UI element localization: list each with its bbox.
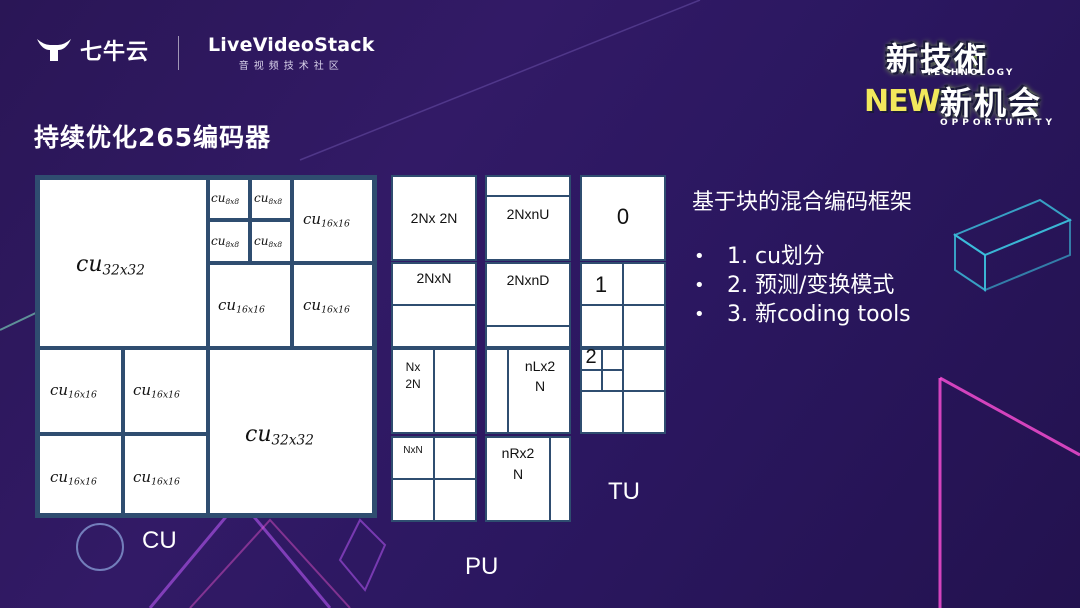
pu-partition — [507, 348, 509, 434]
cu-8x8-block — [208, 178, 250, 220]
cu-16x16-block — [123, 348, 208, 434]
tu-section-label: TU — [608, 478, 640, 505]
cu-label: cu16x16 — [50, 381, 97, 401]
pu-label: nRx2 — [501, 445, 535, 461]
cu-label: cu16x16 — [218, 296, 265, 316]
pu-partition — [485, 325, 571, 327]
logo-divider — [178, 36, 179, 70]
pu-label: Nx — [405, 360, 421, 374]
badge-technology: TECHNOLOGY — [926, 68, 1015, 78]
pu-label: 2Nx 2N — [410, 210, 458, 226]
cu-section-label: CU — [142, 527, 177, 554]
cu-16x16-block — [208, 263, 292, 348]
cu-label: cu16x16 — [133, 468, 180, 488]
cu-label: cu16x16 — [50, 468, 97, 488]
badge-opportunity: OPPORTUNITY — [940, 118, 1057, 128]
pu-2nxnu-block — [485, 175, 571, 261]
cu-label: cu32x32 — [245, 422, 314, 449]
qiniu-bull-icon — [37, 39, 71, 61]
bullet-icon: • — [694, 304, 705, 325]
pu-2nx2n-block — [391, 175, 477, 261]
pu-label: N — [512, 466, 524, 482]
pu-partition — [391, 304, 477, 306]
cu-label: cu8x8 — [211, 234, 240, 249]
pu-label: nLx2 — [524, 358, 556, 374]
event-badge: 新技術 TECHNOLOGY NEW 新机会 OPPORTUNITY — [860, 34, 1060, 134]
slide-title: 持续优化265编码器 — [34, 123, 272, 152]
list-item-text: 1. cu划分 — [727, 244, 826, 269]
cu-32x32-block — [208, 348, 374, 515]
badge-new: NEW — [864, 84, 941, 119]
pu-nrx2n-block — [485, 436, 571, 522]
qiniu-logo-text: 七牛云 — [80, 40, 150, 65]
pu-partition — [549, 436, 551, 522]
bullet-icon: • — [694, 246, 705, 267]
lvs-logo-text: LiveVideoStack — [208, 34, 375, 56]
pu-label: 2N — [405, 377, 421, 391]
tu-label: 0 — [616, 204, 630, 229]
cu-8x8-block — [250, 178, 292, 220]
tu-partition — [580, 390, 666, 392]
cu-label: cu16x16 — [133, 381, 180, 401]
pu-2nxnd-block — [485, 262, 571, 348]
list-item: • 3. 新coding tools — [694, 300, 911, 329]
cu-label: cu8x8 — [254, 191, 283, 206]
pu-label: 2NxN — [416, 270, 452, 286]
cu-label: cu32x32 — [76, 252, 145, 279]
tu-depth0-block — [580, 175, 666, 261]
cu-16x16-block — [38, 434, 123, 515]
tu-label: 2 — [585, 346, 597, 368]
cu-8x8-block — [208, 220, 250, 263]
list-item-text: 2. 预测/变换模式 — [727, 273, 895, 298]
bullet-icon: • — [694, 275, 705, 296]
pu-partition — [433, 348, 435, 434]
cu-8x8-block — [250, 220, 292, 263]
decorative-circle — [76, 523, 124, 571]
pu-section-label: PU — [465, 553, 499, 580]
feature-list: • 1. cu划分 • 2. 预测/变换模式 • 3. 新coding tool… — [694, 242, 911, 329]
pu-nlx2n-block — [485, 348, 571, 434]
cu-16x16-block — [292, 263, 374, 348]
cu-label: cu8x8 — [254, 234, 283, 249]
pu-partition — [485, 195, 571, 197]
list-item: • 2. 预测/变换模式 — [694, 271, 911, 300]
cu-16x16-block — [292, 178, 374, 263]
tu-partition — [580, 369, 622, 371]
lvs-logo-sub: 音视频技术社区 — [238, 61, 344, 72]
livevideostack-logo: LiveVideoStack 音视频技术社区 — [208, 34, 375, 72]
pu-label: N — [534, 378, 546, 394]
cu-diagram: cu32x32 cu8x8 cu8x8 cu8x8 cu8x8 cu16x16 … — [35, 175, 377, 518]
cu-32x32-block — [38, 178, 208, 348]
qiniu-logo: 七牛云 — [34, 34, 149, 66]
list-item: • 1. cu划分 — [694, 242, 911, 271]
pu-partition — [391, 478, 477, 480]
pu-label: NxN — [403, 445, 423, 456]
cu-label: cu8x8 — [211, 191, 240, 206]
tu-label: 1 — [594, 272, 608, 297]
badge-line1: 新技術 — [886, 40, 989, 78]
list-item-text: 3. 新coding tools — [727, 302, 911, 327]
pu-label: 2NxnU — [506, 206, 550, 222]
cu-label: cu16x16 — [303, 296, 350, 316]
pu-label: 2NxnD — [506, 272, 550, 288]
framework-title: 基于块的混合编码框架 — [692, 190, 913, 215]
cu-label: cu16x16 — [303, 210, 350, 230]
cu-16x16-block — [38, 348, 123, 434]
cu-16x16-block — [123, 434, 208, 515]
badge-line2: 新机会 — [940, 84, 1043, 122]
tu-partition — [580, 304, 666, 306]
